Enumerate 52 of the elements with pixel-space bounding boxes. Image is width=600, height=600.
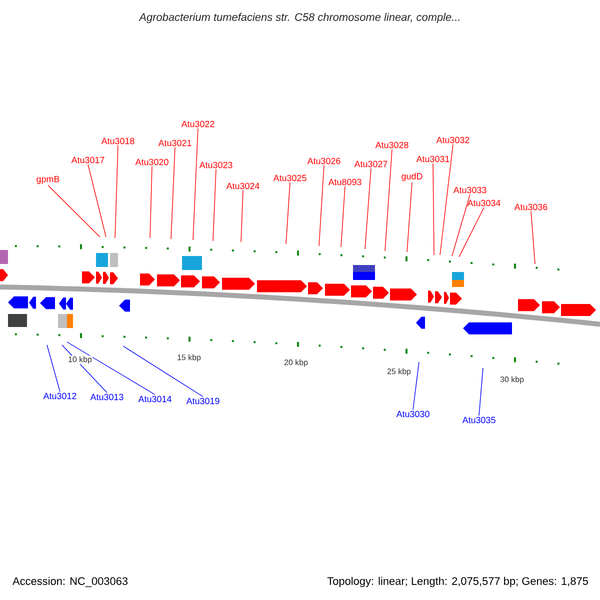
map-title: Agrobacterium tumefaciens str. C58 chromosome linear, comple... xyxy=(138,12,460,24)
leader-line xyxy=(384,149,392,252)
gene-label: Atu8093 xyxy=(328,178,362,186)
gene-label: Atu3025 xyxy=(273,174,306,182)
gene-label: Atu3013 xyxy=(90,394,124,400)
gene-label: Atu3026 xyxy=(307,158,340,164)
gene-label: Atu3028 xyxy=(375,142,408,148)
leader-line xyxy=(150,166,152,238)
gene-label: Atu3033 xyxy=(453,186,486,194)
gene-label: Atu3034 xyxy=(467,200,500,206)
gene-label: Atu3021 xyxy=(158,140,192,146)
leader-line xyxy=(432,163,434,256)
leader-line xyxy=(170,147,176,240)
gene-label: Atu3014 xyxy=(138,396,172,402)
leader-line xyxy=(440,144,454,256)
gene-label: Atu3018 xyxy=(101,138,134,144)
leader-line xyxy=(364,168,372,250)
leader-line xyxy=(114,145,118,238)
leader-line xyxy=(192,128,198,240)
gene-label: Atu3019 xyxy=(186,398,220,404)
leader-line xyxy=(286,182,290,244)
leader-line xyxy=(412,362,420,410)
gene-label: Atu3030 xyxy=(396,410,430,418)
gene-label: Atu3023 xyxy=(199,162,232,168)
leader-line xyxy=(240,190,244,242)
gene-label: Atu3024 xyxy=(226,182,260,190)
gene-label: gudD xyxy=(402,172,422,182)
leader-line xyxy=(46,344,60,392)
gene-label: gpmB xyxy=(36,176,60,184)
gene-label: Atu3027 xyxy=(354,160,388,168)
leader-line xyxy=(48,184,100,238)
gene-label: Atu3032 xyxy=(436,136,470,144)
leader-line xyxy=(458,207,484,258)
leader-line xyxy=(452,194,470,256)
footer-text: Accession: NC_003063 xyxy=(12,576,128,588)
leader-line xyxy=(340,186,346,248)
leader-line xyxy=(212,169,216,242)
gene-label: Atu3020 xyxy=(135,158,168,166)
leader-line xyxy=(122,346,204,397)
footer-text: Topology: linear; Length: 2,075,577 bp; Genes: 1,875 xyxy=(327,576,588,588)
gene-label: Atu3031 xyxy=(416,156,450,162)
leader-line xyxy=(66,342,156,395)
gene-label: Atu3017 xyxy=(71,156,104,164)
gene-label: Atu3012 xyxy=(43,392,76,400)
leader-line xyxy=(318,165,324,246)
leader-line xyxy=(406,182,412,252)
leader-line xyxy=(530,211,536,264)
gene-label: Atu3035 xyxy=(462,416,496,424)
leader-line xyxy=(478,368,484,416)
gene-label: Atu3036 xyxy=(514,204,548,210)
gene-label: Atu3022 xyxy=(181,120,214,128)
leader-line xyxy=(88,164,106,238)
